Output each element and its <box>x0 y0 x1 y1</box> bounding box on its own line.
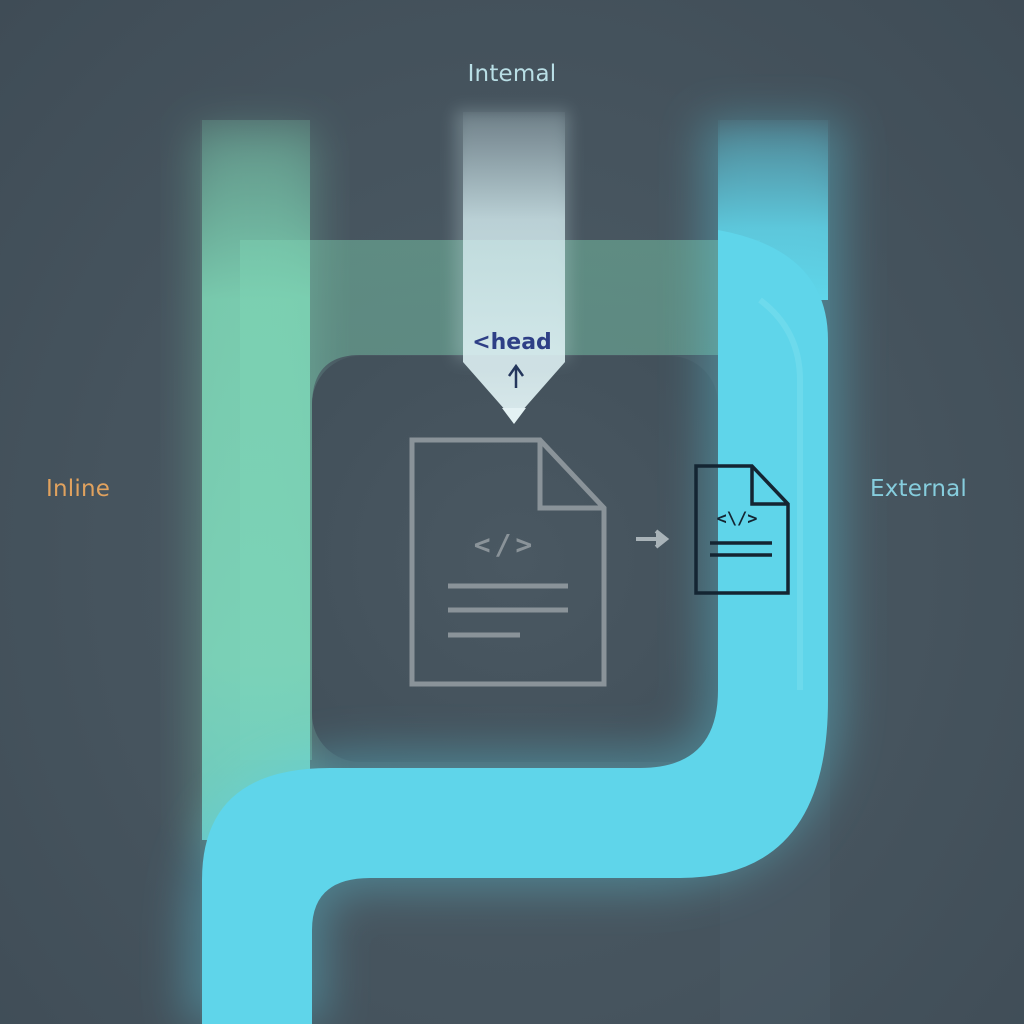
external-document-code-glyph: <\/> <box>716 509 758 529</box>
external-pipe-highlight <box>758 297 803 690</box>
external-pipe <box>202 230 828 1024</box>
inline-label: Inline <box>46 476 111 502</box>
internal-label: Intemal <box>467 61 557 87</box>
inline-band <box>202 120 310 840</box>
main-document-code-glyph: </> <box>473 528 537 561</box>
external-document-icon <box>694 464 790 595</box>
code-document-icon <box>409 437 607 687</box>
head-tag-label: <head <box>472 330 552 355</box>
right-arrow-icon <box>636 529 670 549</box>
down-triangle-icon <box>502 408 526 424</box>
internal-beam <box>463 112 565 420</box>
up-arrow-icon <box>507 363 525 388</box>
external-label: External <box>870 476 968 502</box>
